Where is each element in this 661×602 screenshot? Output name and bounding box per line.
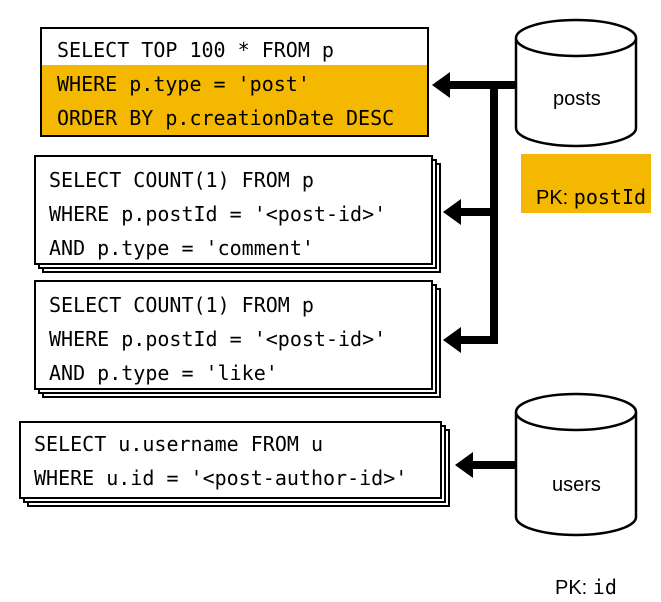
query-box-comment-count xyxy=(34,155,433,265)
query-line: SELECT u.username FROM u xyxy=(34,432,323,456)
query-line: AND p.type = 'comment' xyxy=(49,236,314,260)
query-line: WHERE p.type = 'post' xyxy=(57,72,310,96)
arrow-head xyxy=(432,72,450,98)
query-line: WHERE u.id = '<post-author-id>' xyxy=(34,466,408,490)
query-box-author-username xyxy=(19,421,442,499)
posts-database-label: posts xyxy=(553,88,601,110)
query-line: SELECT TOP 100 * FROM p xyxy=(57,38,334,62)
query-line: ORDER BY p.creationDate DESC xyxy=(57,106,395,130)
arrow-head xyxy=(443,327,461,353)
posts-pk-label: PK: postId xyxy=(521,154,652,213)
query-box-like-count xyxy=(34,280,433,390)
query-line: AND p.type = 'like' xyxy=(49,361,278,385)
query-highlight xyxy=(42,65,427,135)
query-line: WHERE p.postId = '<post-id>' xyxy=(49,202,387,226)
posts-query-connectors xyxy=(448,81,516,344)
users-database-icon xyxy=(514,392,638,537)
query-line: SELECT COUNT(1) FROM p xyxy=(49,293,314,317)
arrow-head xyxy=(443,199,461,225)
query-line: SELECT COUNT(1) FROM p xyxy=(49,168,314,192)
arrow-head xyxy=(455,452,473,478)
posts-database-icon xyxy=(514,18,638,148)
diagram-graphics xyxy=(432,18,638,537)
users-pk-label: PK: id xyxy=(555,575,617,599)
users-database-label: users xyxy=(552,474,601,496)
query-line: WHERE p.postId = '<post-id>' xyxy=(49,327,387,351)
